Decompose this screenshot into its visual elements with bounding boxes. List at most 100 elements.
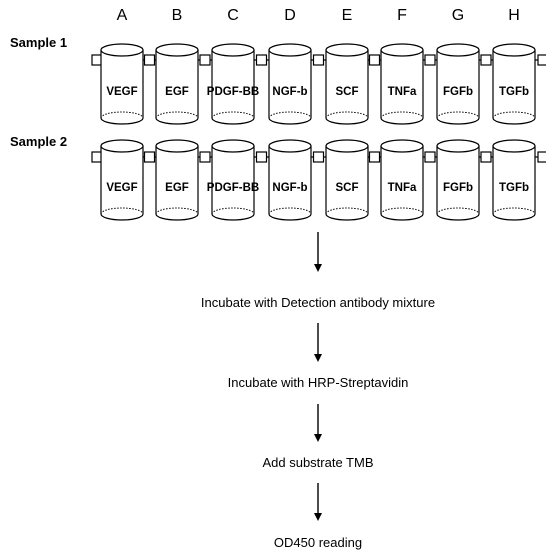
well-analyte-label: SCF: [336, 182, 359, 194]
well-d: NGF-b: [268, 139, 312, 221]
process-arrow: [314, 483, 322, 521]
well-analyte-label: EGF: [165, 182, 189, 194]
well-b: EGF: [155, 139, 199, 221]
well-body: [211, 145, 255, 221]
well-bottom-dotted: [325, 111, 369, 119]
strip-connector: [537, 54, 546, 66]
well-bottom-dotted: [436, 111, 480, 119]
well-bottom-dotted: [211, 111, 255, 119]
well-a: VEGF: [100, 43, 144, 125]
well-rim: [211, 43, 255, 57]
well-rim: [268, 139, 312, 153]
column-letter-a: A: [117, 7, 128, 24]
well-h: TGFb: [492, 43, 536, 125]
sample-strip-2: Sample 2 VEGF EGF PDGF-BB NGF-b SCF TNFa FGFb TG…: [10, 134, 546, 221]
well-bottom-dotted: [436, 207, 480, 215]
well-bottom-dotted: [380, 111, 424, 119]
well-rim: [155, 43, 199, 57]
well-body: [436, 145, 480, 221]
well-bottom-dotted: [155, 207, 199, 215]
strip-connector: [424, 54, 436, 66]
well-body: [155, 49, 199, 125]
well-a: VEGF: [100, 139, 144, 221]
column-letter-g: G: [452, 7, 464, 24]
well-analyte-label: PDGF-BB: [207, 86, 259, 98]
well-body: [380, 145, 424, 221]
well-rim: [100, 43, 144, 57]
strip-connector: [312, 54, 325, 66]
well-rim: [492, 43, 536, 57]
sample-label: Sample 1: [10, 35, 67, 50]
well-analyte-label: TNFa: [388, 86, 417, 98]
well-rim: [436, 139, 480, 153]
sample-strip-1: Sample 1 VEGF EGF PDGF-BB NGF-b SCF TNFa FGFb TG…: [10, 35, 546, 125]
well-analyte-label: TGFb: [499, 86, 529, 98]
well-bottom-dotted: [155, 111, 199, 119]
well-rim: [380, 139, 424, 153]
well-rim: [492, 139, 536, 153]
well-e: SCF: [325, 139, 369, 221]
sample-label: Sample 2: [10, 134, 67, 149]
strip-connector: [255, 54, 268, 66]
well-analyte-label: NGF-b: [272, 86, 307, 98]
process-arrow: [314, 323, 322, 362]
well-body: [380, 49, 424, 125]
well-body: [211, 49, 255, 125]
strip-connector: [537, 151, 546, 163]
well-body: [268, 145, 312, 221]
well-analyte-label: TGFb: [499, 182, 529, 194]
well-bottom-dotted: [268, 207, 312, 215]
strip-connector: [424, 151, 436, 163]
well-rim: [380, 43, 424, 57]
well-analyte-label: FGFb: [443, 86, 473, 98]
strip-connector: [199, 151, 211, 163]
well-analyte-label: TNFa: [388, 182, 417, 194]
well-bottom-dotted: [211, 207, 255, 215]
process-step-2: Incubate with HRP-Streptavidin: [228, 375, 409, 390]
strip-connector: [368, 54, 381, 66]
well-body: [492, 145, 536, 221]
well-bottom-dotted: [380, 207, 424, 215]
process-step-3: Add substrate TMB: [262, 455, 373, 470]
column-letter-b: B: [172, 7, 183, 24]
process-arrow: [314, 232, 322, 272]
column-letter-f: F: [397, 7, 407, 24]
well-body: [436, 49, 480, 125]
strip-connector: [480, 54, 492, 66]
well-f: TNFa: [380, 139, 424, 221]
well-analyte-label: VEGF: [106, 182, 137, 194]
well-analyte-label: SCF: [336, 86, 359, 98]
well-bottom-dotted: [268, 111, 312, 119]
well-analyte-label: PDGF-BB: [207, 182, 259, 194]
well-rim: [325, 43, 369, 57]
well-bottom-dotted: [492, 111, 536, 119]
well-rim: [268, 43, 312, 57]
column-letter-d: D: [284, 7, 296, 24]
well-b: EGF: [155, 43, 199, 125]
well-rim: [325, 139, 369, 153]
well-rim: [436, 43, 480, 57]
well-body: [325, 145, 369, 221]
well-d: NGF-b: [268, 43, 312, 125]
well-body: [325, 49, 369, 125]
strip-connector: [199, 54, 211, 66]
well-analyte-label: FGFb: [443, 182, 473, 194]
well-g: FGFb: [436, 139, 480, 221]
well-h: TGFb: [492, 139, 536, 221]
well-bottom-dotted: [100, 207, 144, 215]
well-rim: [100, 139, 144, 153]
well-analyte-label: VEGF: [106, 86, 137, 98]
well-f: TNFa: [380, 43, 424, 125]
well-g: FGFb: [436, 43, 480, 125]
column-letter-h: H: [508, 7, 520, 24]
well-analyte-label: NGF-b: [272, 182, 307, 194]
well-c: PDGF-BB: [207, 139, 259, 221]
well-analyte-label: EGF: [165, 86, 189, 98]
strip-connector: [368, 151, 381, 163]
column-letter-e: E: [342, 7, 353, 24]
process-step-4: OD450 reading: [274, 535, 362, 550]
strip-connector: [143, 54, 156, 66]
strip-connector: [143, 151, 156, 163]
process-step-1: Incubate with Detection antibody mixture: [201, 295, 435, 310]
